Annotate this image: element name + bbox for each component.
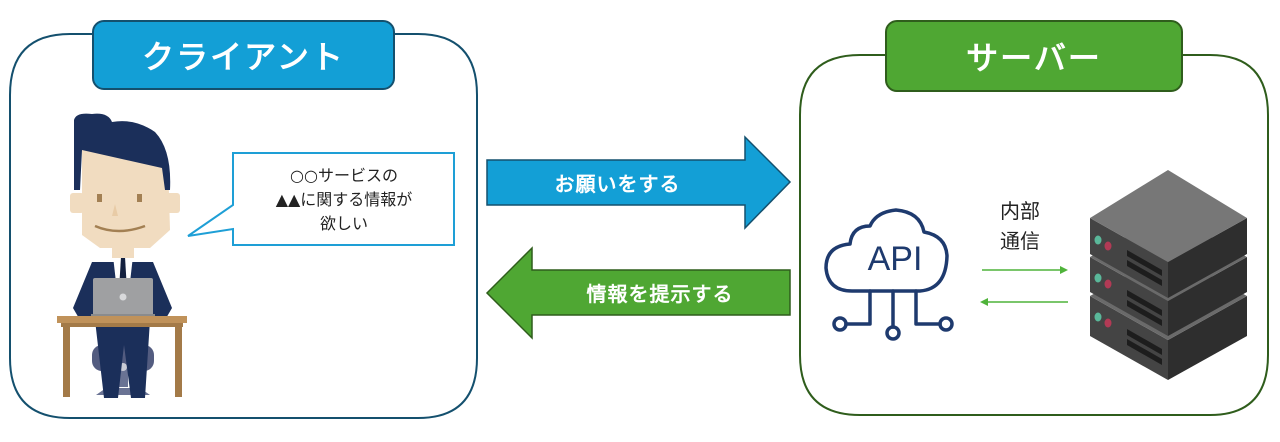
speech-line: ○○サービスの: [290, 166, 398, 185]
request-arrow-label: お願いをする: [554, 172, 681, 196]
businessman-at-laptop-icon: [57, 113, 187, 398]
speech-bubble: [187, 152, 455, 246]
response-arrow: [485, 246, 791, 340]
speech-line: ▲▲に関する情報が: [275, 190, 413, 209]
internal-comm-label: 内部 通信: [990, 196, 1050, 256]
api-label: API: [867, 240, 923, 278]
client-title-text: クライアント: [142, 38, 345, 76]
server-panel-title: サーバー: [885, 20, 1183, 92]
cloud-api-icon: [824, 208, 954, 341]
response-arrow-label: 情報を提示する: [586, 282, 734, 306]
request-arrow: [486, 135, 792, 230]
client-panel-title: クライアント: [92, 20, 395, 90]
internal-comm-arrows: [980, 266, 1068, 306]
internal-comm-line: 内部: [1000, 199, 1040, 223]
server-rack-icon: [1090, 170, 1247, 380]
speech-bubble-text: ○○サービスの ▲▲に関する情報が 欲しい: [235, 158, 453, 242]
internal-comm-line: 通信: [1000, 229, 1040, 253]
speech-line: 欲しい: [319, 214, 368, 233]
server-title-text: サーバー: [966, 39, 1102, 77]
server-panel: [799, 54, 1269, 416]
client-panel: [9, 33, 478, 419]
